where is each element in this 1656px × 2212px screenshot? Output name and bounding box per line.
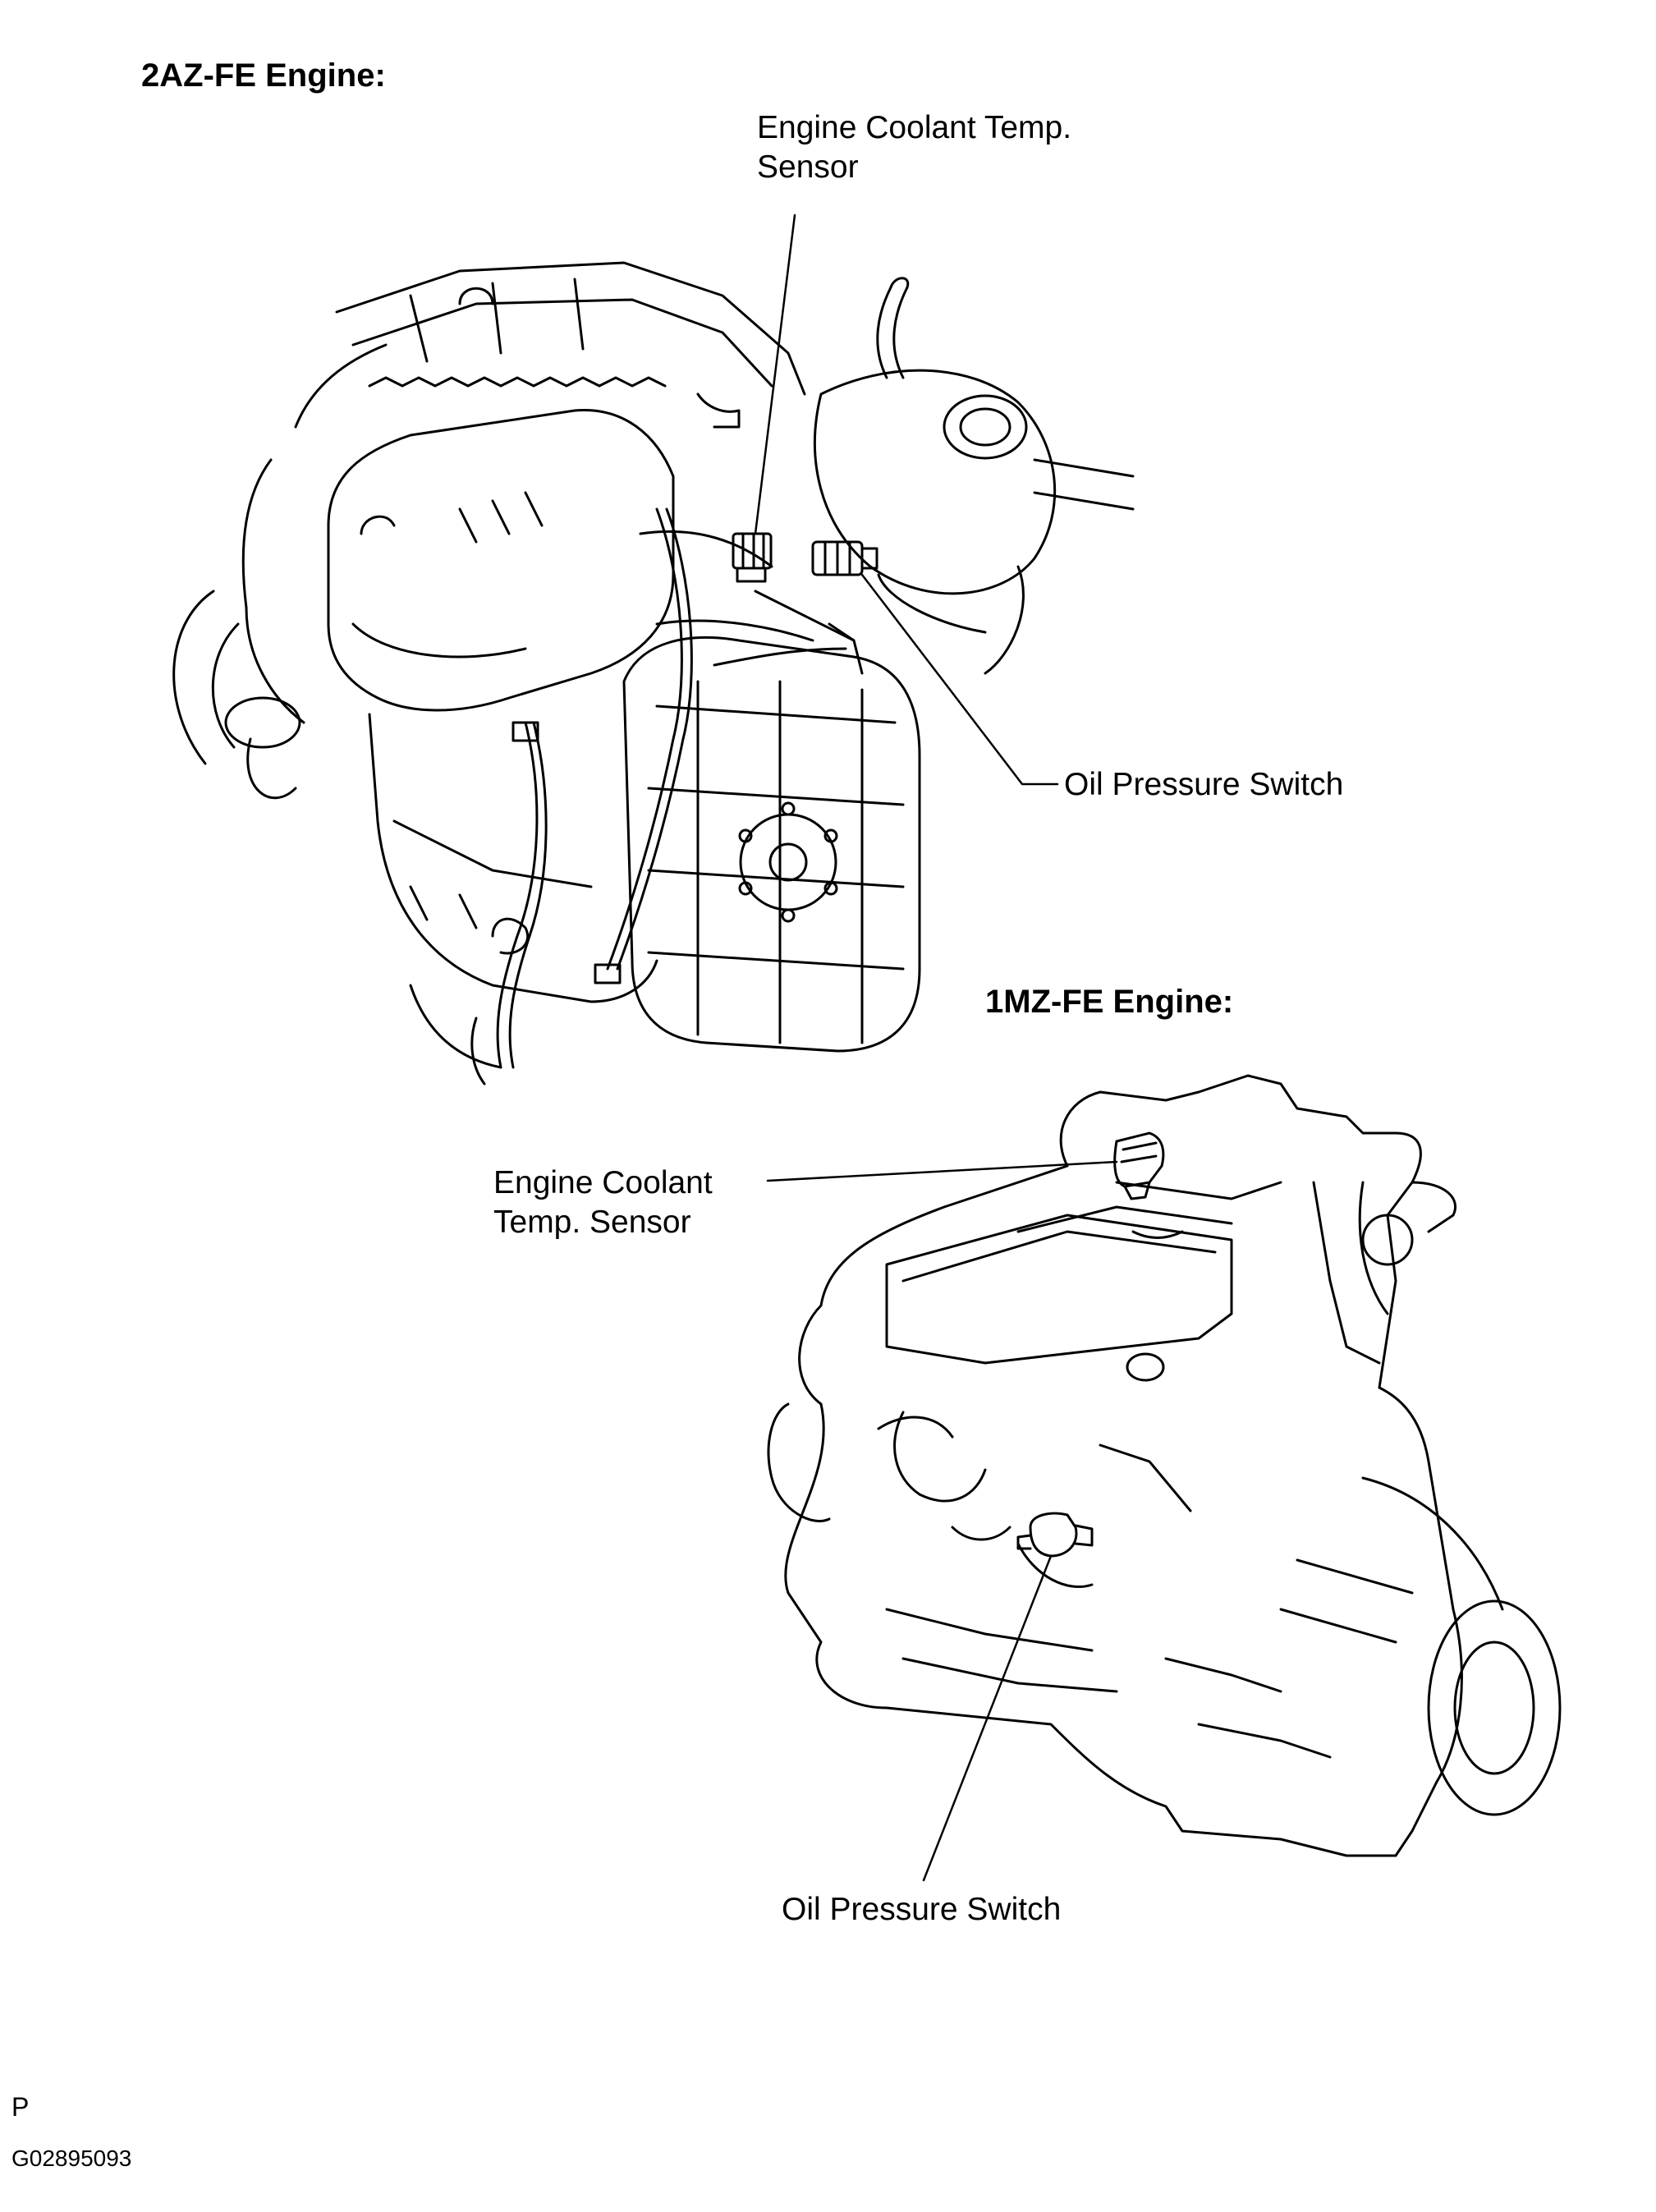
oil-pressure-switch-1mz [1016,1512,1094,1558]
section-letter: P [11,2092,30,2122]
engine-2az-fe-illustration [172,261,1135,1085]
leader-coolant-1mz [766,1160,1118,1182]
figure-code: G02895093 [11,2145,132,2171]
leader-coolant-2az [754,213,796,535]
coolant-temp-sensor-2az [732,532,773,583]
label-coolant-temp-sensor-2az: Engine Coolant Temp. Sensor [757,108,1071,186]
label-oil-pressure-switch-2az: Oil Pressure Switch [1064,767,1344,802]
label-line-1: Engine Coolant [493,1165,713,1200]
leader-oil-1mz [922,1554,1053,1882]
label-line-2: Sensor [757,149,859,185]
leader-lines [754,213,1118,1882]
label-oil-pressure-switch-1mz: Oil Pressure Switch [782,1892,1062,1927]
heading-2az-fe: 2AZ-FE Engine: [141,57,386,94]
leader-oil-2az [860,573,1059,786]
label-coolant-temp-sensor-1mz: Engine Coolant Temp. Sensor [493,1163,713,1241]
oil-pressure-switch-2az [811,540,878,576]
label-line-2: Temp. Sensor [493,1204,691,1240]
engine-1mz-fe-illustration [767,1074,1562,1857]
coolant-temp-sensor-1mz [1113,1131,1165,1200]
label-line-1: Engine Coolant Temp. [757,110,1072,145]
heading-1mz-fe: 1MZ-FE Engine: [985,984,1234,1020]
